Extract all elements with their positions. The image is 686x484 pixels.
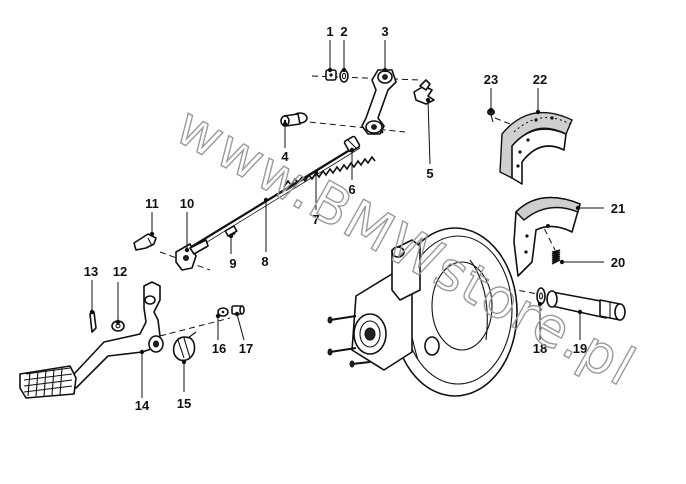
- nut-16: [217, 307, 229, 317]
- pin-13: [89, 311, 97, 333]
- wing-bolt-5: [413, 79, 435, 105]
- cam-shaft-19: [546, 290, 626, 321]
- callout-19: 19: [573, 341, 587, 356]
- leader-lines: [91, 40, 604, 398]
- callout-5: 5: [426, 166, 433, 181]
- callout-15: 15: [177, 396, 191, 411]
- return-spring-15: [172, 331, 197, 362]
- callout-18: 18: [533, 341, 547, 356]
- callout-11: 11: [145, 196, 159, 211]
- callout-21: 21: [611, 201, 625, 216]
- brake-rod-8: [182, 144, 361, 256]
- clip-11: [133, 233, 157, 251]
- callout-17: 17: [239, 341, 253, 356]
- callout-20: 20: [611, 255, 625, 270]
- callout-4: 4: [281, 149, 289, 164]
- callout-16: 16: [212, 341, 226, 356]
- callout-7: 7: [312, 212, 319, 227]
- callout-9: 9: [229, 256, 236, 271]
- brake-shoe-22: [499, 111, 573, 185]
- callout-12: 12: [113, 264, 127, 279]
- pin-9: [224, 225, 238, 237]
- leader-dots: [89, 67, 583, 365]
- callout-14: 14: [135, 398, 150, 413]
- spring-20: [551, 249, 561, 265]
- callout-22: 22: [533, 72, 547, 87]
- callout-8: 8: [261, 254, 268, 269]
- wheel-studs: [327, 315, 371, 368]
- rod-spring-7: [283, 149, 376, 192]
- brake-pedal-14: [19, 281, 164, 399]
- callout-2: 2: [340, 24, 347, 39]
- adjusting-nut-6: [343, 135, 361, 153]
- wheel-hub-flange: [351, 239, 421, 371]
- callout-labels: 1 2 3 4 5 6 7 8 9 10 11 12 13 14 15 16 1…: [84, 24, 625, 413]
- callout-13: 13: [84, 264, 98, 279]
- callout-6: 6: [348, 182, 355, 197]
- brake-lever-3: [361, 69, 397, 135]
- callout-10: 10: [180, 196, 194, 211]
- callout-23: 23: [484, 72, 498, 87]
- brake-shoe-21: [513, 196, 581, 277]
- callout-3: 3: [381, 24, 388, 39]
- clevis-10: [175, 239, 209, 271]
- callout-1: 1: [326, 24, 333, 39]
